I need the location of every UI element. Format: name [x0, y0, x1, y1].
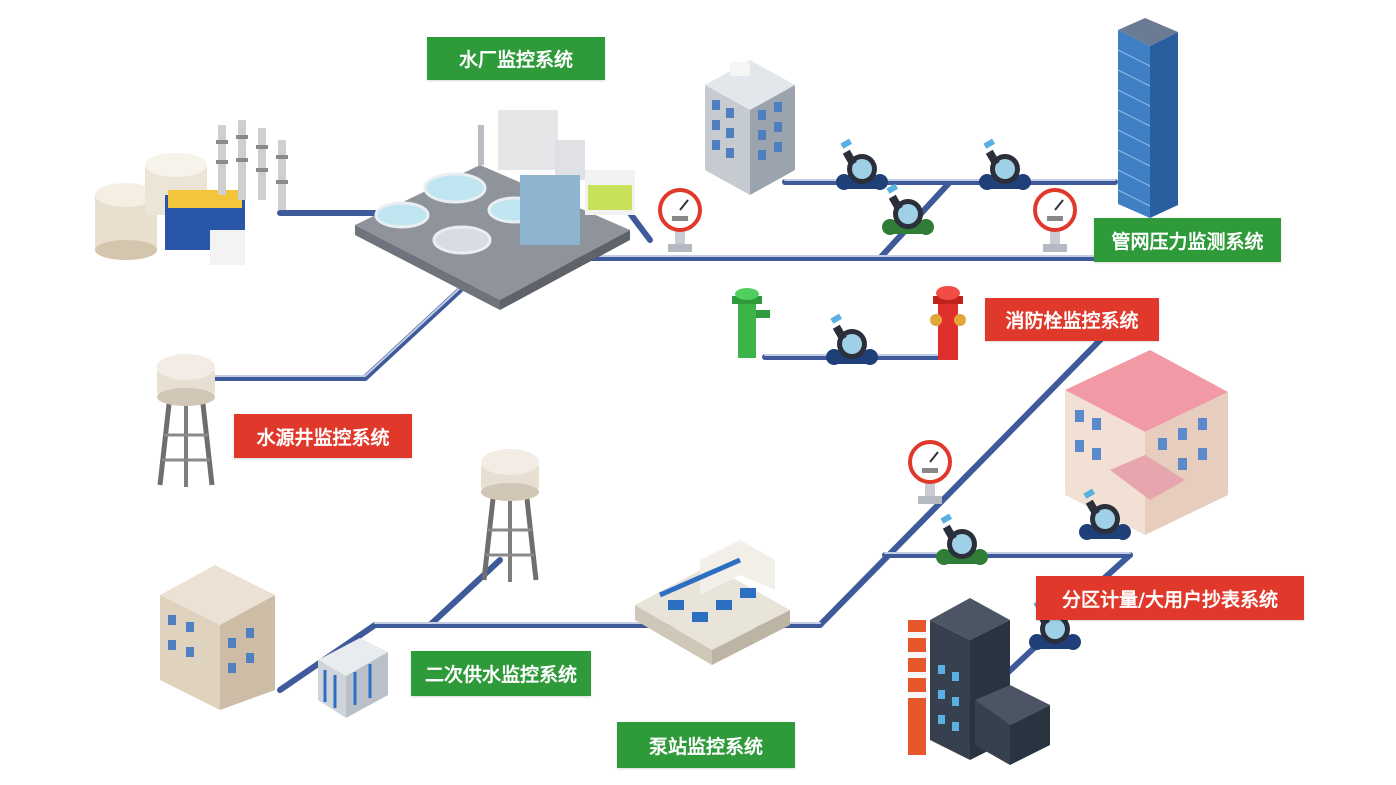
skyscraper-illustration [1117, 18, 1178, 218]
water-meter-icon [936, 513, 988, 565]
water-plant-illustration [355, 110, 635, 310]
pressure-gauge-icon [1033, 188, 1077, 254]
pressure-gauge-icon [658, 188, 702, 254]
zone-metering-label: 分区计量/大用户抄表系统 [1036, 576, 1304, 620]
secondary-supply-equipment-illustration [318, 638, 388, 718]
tank-farm-illustration [95, 120, 288, 265]
factory-illustration [908, 598, 1050, 765]
pipe-pressure-label: 管网压力监测系统 [1094, 218, 1281, 262]
hospital-illustration [1065, 350, 1228, 535]
pipe-to-second-tower [427, 557, 503, 628]
water-tower-center [481, 449, 539, 582]
pump-station-label: 泵站监控系统 [617, 722, 795, 768]
pipe-well-to-plant [209, 287, 463, 381]
residential-building-illustration [160, 565, 275, 710]
water-tower-left [157, 354, 215, 487]
pump-station-illustration [635, 540, 790, 665]
water-meter-icon [979, 138, 1031, 190]
hydrant-label: 消防栓监控系统 [985, 298, 1159, 341]
office-building-illustration [705, 60, 795, 195]
secondary-supply-label: 二次供水监控系统 [411, 651, 591, 696]
water-meter-icon [826, 313, 878, 365]
fire-hydrant-green [732, 288, 770, 358]
pipe-diagonal-long [817, 327, 1113, 628]
water-meter-icon [836, 138, 888, 190]
water-source-well-label: 水源井监控系统 [234, 414, 412, 458]
fire-hydrant-red [930, 286, 966, 360]
water-plant-label: 水厂监控系统 [427, 37, 605, 80]
